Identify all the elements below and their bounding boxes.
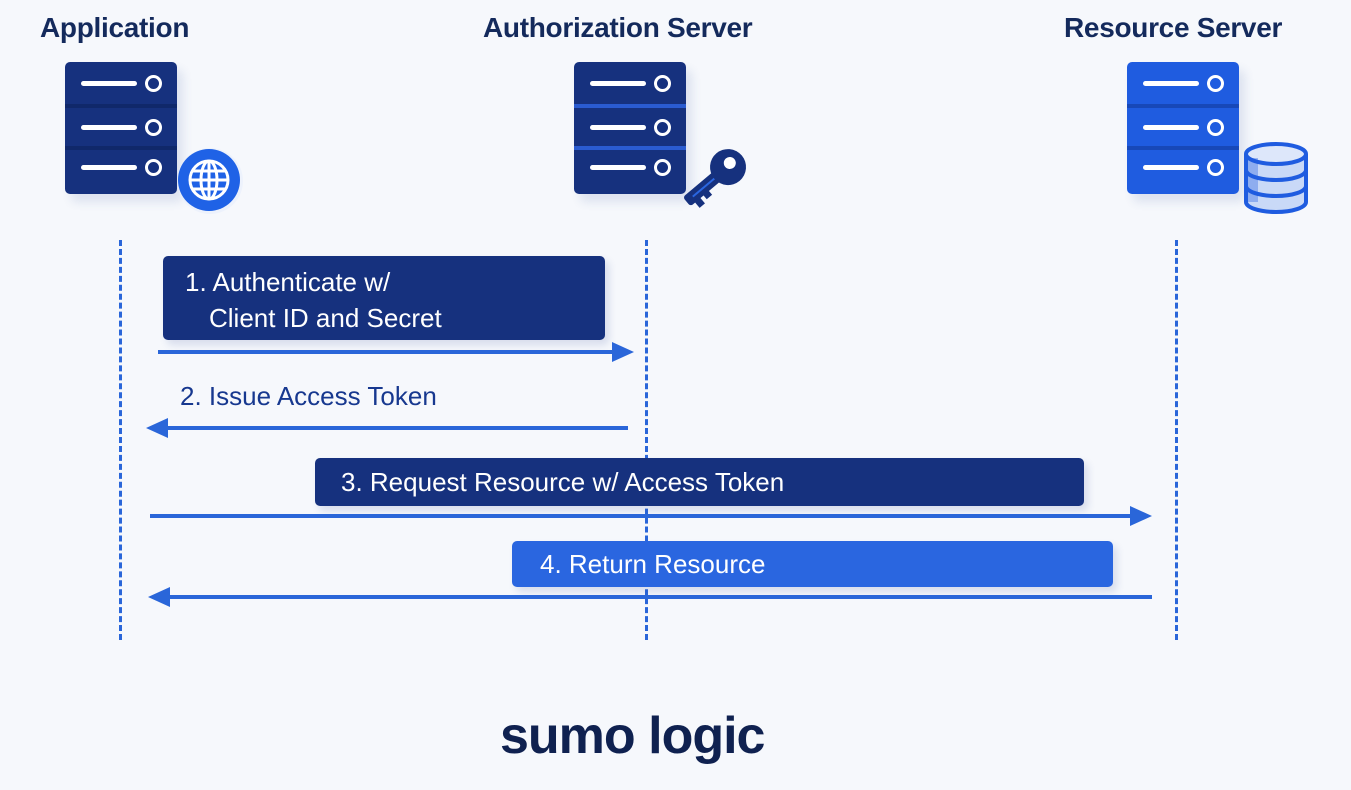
- message-3-arrow: [150, 506, 1152, 526]
- message-1-label: 1. Authenticate w/ Client ID and Secret: [163, 256, 605, 340]
- lifeline-authorization-server: [645, 240, 648, 640]
- key-icon: [684, 149, 747, 208]
- message-2-label: 2. Issue Access Token: [180, 381, 437, 411]
- arrowhead-right-icon: [1130, 506, 1152, 526]
- sumo-logic-logo: sumo logic: [500, 707, 765, 765]
- lifeline-resource-server: [1175, 240, 1178, 640]
- authorization-server-icon: [574, 62, 686, 194]
- database-icon: [1244, 142, 1308, 214]
- actor-title-application: Application: [40, 12, 190, 43]
- message-1-line-2: Client ID and Secret: [209, 303, 442, 333]
- arrowhead-left-icon: [148, 587, 170, 607]
- message-2-arrow: [146, 418, 628, 438]
- message-3-label: 3. Request Resource w/ Access Token: [315, 458, 1084, 506]
- actor-title-resource-server: Resource Server: [1064, 12, 1283, 43]
- message-4-label: 4. Return Resource: [512, 541, 1113, 587]
- application-server-icon: [65, 62, 177, 194]
- message-3-text: 3. Request Resource w/ Access Token: [341, 467, 785, 497]
- message-4-arrow: [148, 587, 1152, 607]
- lifeline-application: [119, 240, 122, 640]
- message-4-text: 4. Return Resource: [540, 549, 766, 579]
- message-1-arrow: [158, 342, 634, 362]
- actor-title-authorization-server: Authorization Server: [483, 12, 753, 43]
- message-1-line-1: 1. Authenticate w/: [185, 267, 391, 297]
- globe-icon: [177, 148, 243, 214]
- arrowhead-left-icon: [146, 418, 168, 438]
- resource-server-icon: [1127, 62, 1239, 194]
- arrowhead-right-icon: [612, 342, 634, 362]
